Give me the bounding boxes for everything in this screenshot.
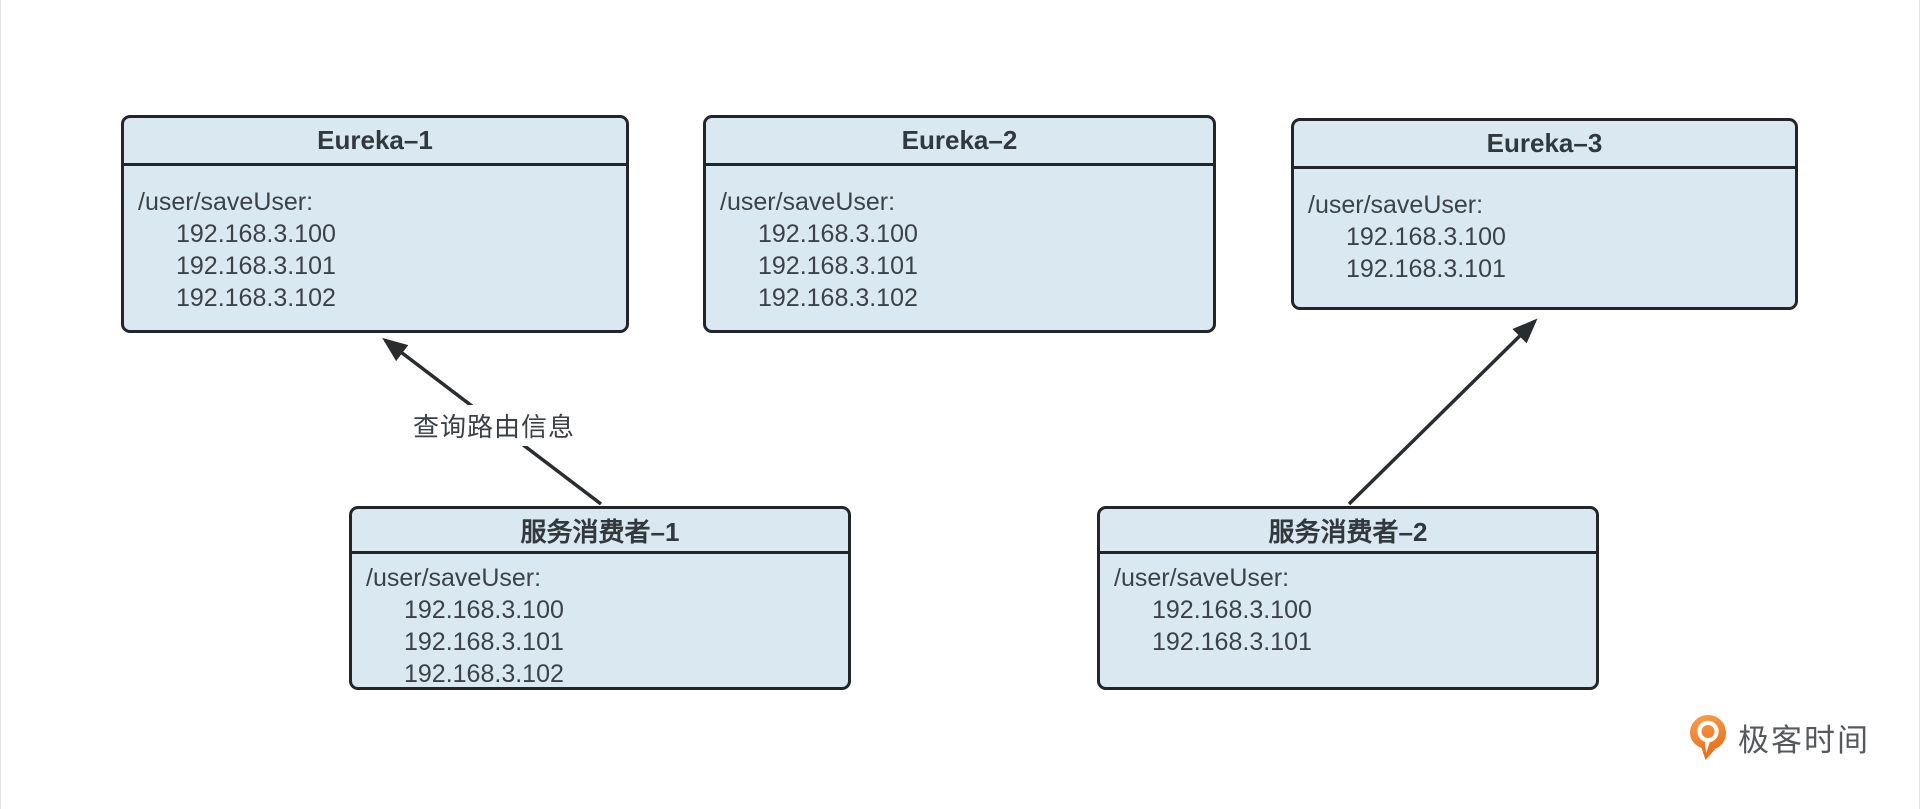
endpoint-path: /user/saveUser: — [138, 188, 314, 216]
endpoint-path: /user/saveUser: — [720, 188, 896, 216]
ip-address: 192.168.3.101 — [1152, 628, 1312, 656]
ip-address: 192.168.3.100 — [176, 220, 336, 248]
endpoint-path: /user/saveUser: — [1308, 191, 1484, 219]
node-title: 服务消费者–2 — [1100, 509, 1596, 554]
endpoint-path: /user/saveUser: — [1114, 564, 1290, 592]
ip-address: 192.168.3.101 — [404, 628, 564, 656]
ip-address: 192.168.3.102 — [404, 660, 564, 688]
node-eureka-3: Eureka–3 /user/saveUser: 192.168.3.100 1… — [1291, 118, 1798, 310]
ip-address: 192.168.3.100 — [1346, 223, 1506, 251]
node-eureka-1: Eureka–1 /user/saveUser: 192.168.3.100 1… — [121, 115, 629, 333]
node-body: /user/saveUser: 192.168.3.100 192.168.3.… — [706, 166, 1213, 314]
ip-address: 192.168.3.101 — [176, 252, 336, 280]
node-service-consumer-1: 服务消费者–1 /user/saveUser: 192.168.3.100 19… — [349, 506, 851, 690]
node-title: Eureka–3 — [1294, 121, 1795, 169]
node-service-consumer-2: 服务消费者–2 /user/saveUser: 192.168.3.100 19… — [1097, 506, 1599, 690]
node-title: Eureka–1 — [124, 118, 626, 166]
ip-address: 192.168.3.100 — [1152, 596, 1312, 624]
ip-address: 192.168.3.100 — [404, 596, 564, 624]
ip-address: 192.168.3.102 — [758, 284, 918, 312]
ip-address: 192.168.3.100 — [758, 220, 918, 248]
endpoint-path: /user/saveUser: — [366, 564, 542, 592]
node-body: /user/saveUser: 192.168.3.100 192.168.3.… — [352, 554, 848, 690]
ip-address: 192.168.3.101 — [758, 252, 918, 280]
node-body: /user/saveUser: 192.168.3.100 192.168.3.… — [1100, 554, 1596, 658]
node-title: Eureka–2 — [706, 118, 1213, 166]
geektime-logo: 极客时间 — [1689, 714, 1870, 761]
edge-label-query-route-info: 查询路由信息 — [403, 405, 586, 446]
ip-address: 192.168.3.101 — [1346, 255, 1506, 283]
geektime-logo-icon — [1690, 715, 1726, 760]
node-title: 服务消费者–1 — [352, 509, 848, 554]
arrow-consumer2-to-eureka3 — [1347, 318, 1538, 506]
node-eureka-2: Eureka–2 /user/saveUser: 192.168.3.100 1… — [703, 115, 1216, 333]
node-body: /user/saveUser: 192.168.3.100 192.168.3.… — [1294, 169, 1795, 285]
node-body: /user/saveUser: 192.168.3.100 192.168.3.… — [124, 166, 626, 314]
ip-address: 192.168.3.102 — [176, 284, 336, 312]
geektime-logo-text: 极客时间 — [1738, 723, 1870, 758]
